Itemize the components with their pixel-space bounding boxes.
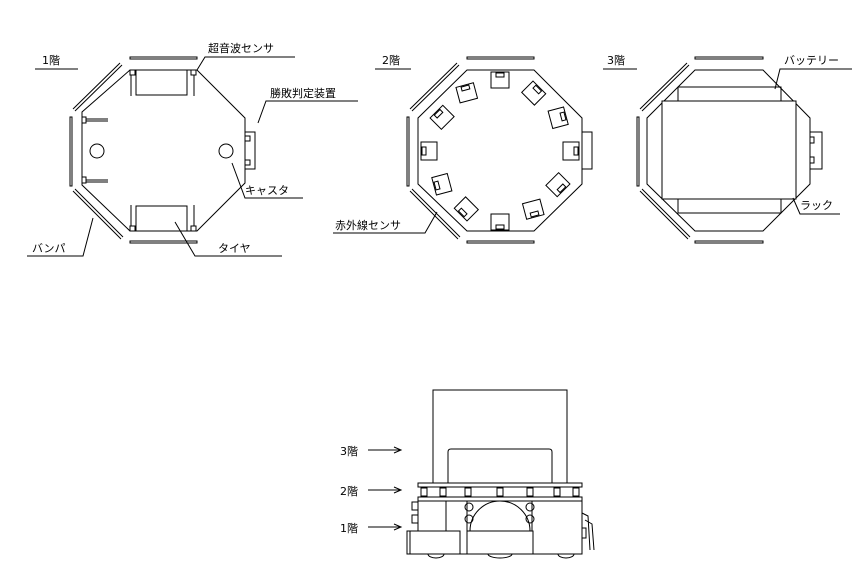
infrared-sensor bbox=[490, 213, 510, 231]
tire-top bbox=[129, 69, 197, 96]
side-label-floor2: 2階 bbox=[340, 484, 358, 498]
side-tire-box bbox=[466, 530, 534, 555]
floor3-chassis bbox=[646, 69, 811, 232]
bumper bbox=[69, 56, 198, 244]
floor1-plan: 1階 超音波センサ 勝敗判定装置 bbox=[27, 41, 358, 257]
label-bumper: バンパ bbox=[32, 242, 66, 255]
side-sensor bbox=[464, 487, 472, 497]
floor3-title: 3階 bbox=[607, 53, 625, 67]
label-battery: バッテリー bbox=[784, 54, 839, 67]
infrared-sensor bbox=[521, 198, 545, 220]
label-ultrasonic-sensor: 超音波センサ bbox=[208, 41, 274, 55]
side-sensor bbox=[526, 487, 534, 497]
label-judge-device: 勝敗判定装置 bbox=[270, 86, 336, 100]
side-battery bbox=[432, 389, 568, 484]
side-left-box bbox=[406, 530, 461, 555]
infrared-sensor-ring bbox=[420, 71, 580, 231]
side-sensor bbox=[496, 487, 504, 497]
label-rack: ラック bbox=[800, 199, 833, 212]
floor3-plan: 3階 バッテリー ラック bbox=[603, 53, 852, 244]
infrared-sensor bbox=[429, 104, 455, 131]
side-label-floor1: 1階 bbox=[340, 521, 358, 535]
side-sensor bbox=[553, 487, 561, 497]
floor1-chassis bbox=[81, 69, 246, 232]
infrared-sensor bbox=[490, 71, 510, 89]
side-view: 3階 2階 1階 bbox=[340, 389, 595, 559]
label-infrared-sensor: 赤外線センサ bbox=[335, 218, 401, 232]
floor2-chassis bbox=[417, 69, 583, 232]
infrared-sensor bbox=[545, 171, 571, 198]
floor2-plan: 2階 赤外線センサ bbox=[333, 53, 593, 244]
rack bbox=[661, 100, 797, 200]
label-caster: キャスタ bbox=[245, 184, 289, 197]
side-sensor-row bbox=[420, 487, 580, 497]
side-sensor bbox=[420, 487, 428, 497]
floor1-title: 1階 bbox=[42, 53, 60, 67]
infrared-sensor bbox=[562, 141, 580, 161]
infrared-sensor bbox=[455, 82, 479, 104]
tire-bottom bbox=[129, 205, 197, 232]
infrared-sensor bbox=[431, 172, 453, 196]
label-tire: タイヤ bbox=[218, 242, 251, 255]
caster-right bbox=[218, 143, 234, 159]
side-sensor bbox=[572, 487, 580, 497]
infrared-sensor bbox=[453, 196, 480, 222]
judge-device bbox=[244, 131, 256, 170]
infrared-sensor bbox=[420, 141, 438, 161]
infrared-sensor bbox=[547, 106, 569, 130]
bumper bbox=[636, 56, 764, 244]
side-label-floor3: 3階 bbox=[340, 444, 358, 458]
caster-left bbox=[89, 143, 105, 159]
side-sensor bbox=[439, 487, 447, 497]
infrared-sensor bbox=[520, 80, 547, 106]
floor2-title: 2階 bbox=[382, 53, 400, 67]
